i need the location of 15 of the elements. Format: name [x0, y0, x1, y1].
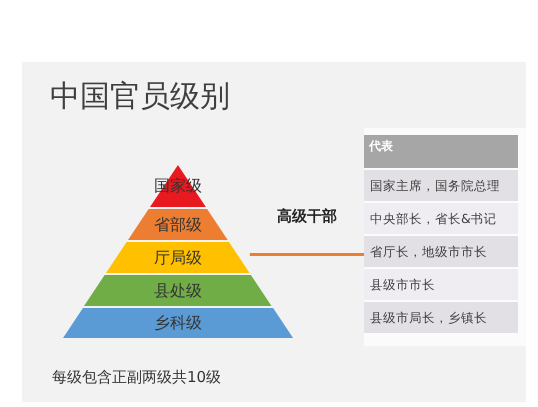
tier-label: 乡科级 [154, 314, 202, 332]
table-row: 国家主席，国务院总理 [364, 170, 518, 201]
table-row: 县级市局长，乡镇长 [364, 302, 518, 333]
table-row: 中央部长，省长&书记 [364, 203, 518, 234]
tier-label: 省部级 [154, 216, 202, 234]
title: 中国官员级别 [50, 78, 230, 116]
table-row: 县级市市长 [364, 269, 518, 300]
tier-label: 厅局级 [154, 248, 202, 266]
connector-line [250, 253, 364, 256]
tier-label: 县处级 [154, 282, 202, 300]
table-header: 代表 [364, 135, 518, 168]
edge-label: 高级干部 [276, 206, 337, 226]
table-panel [364, 128, 526, 346]
table-row: 省厅长，地级市市长 [364, 236, 518, 267]
footnote: 每级包含正副两级共10级 [52, 368, 222, 387]
